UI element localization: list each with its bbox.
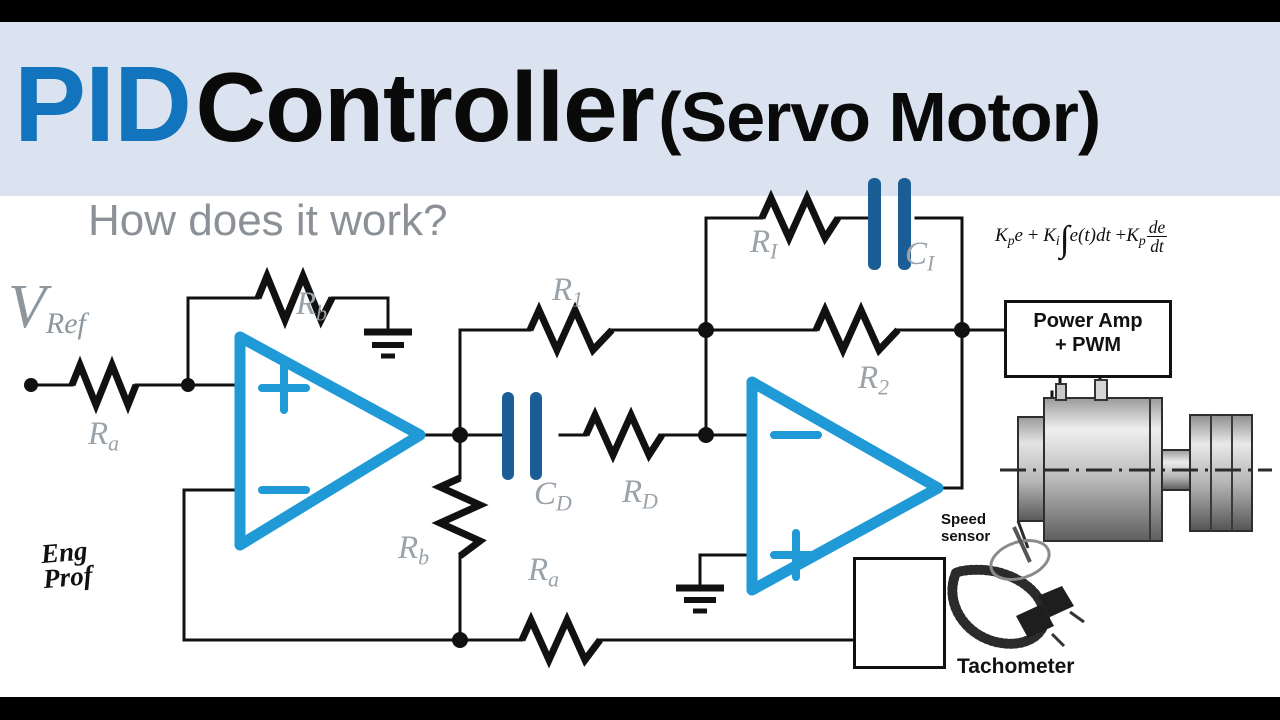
vref-label: VRef — [8, 272, 86, 343]
title-pid: PID — [14, 43, 192, 164]
resistor-Ra-feedback — [518, 611, 603, 669]
power-amp-label: Power Amp + PWM — [1004, 310, 1172, 357]
label-Rb-feedback: Rb — [296, 286, 328, 326]
opamp-1-terminals — [258, 362, 310, 494]
subtitle: How does it work? — [88, 196, 448, 245]
junction-dots — [24, 322, 970, 648]
formula-plus-1: + — [1027, 225, 1039, 247]
speed-sensor-illustration — [947, 520, 1085, 649]
label-R1: R1 — [552, 272, 584, 312]
capacitor-CD — [502, 392, 542, 480]
resistor-Rb-feedback — [254, 266, 336, 330]
speed-sensor-line-1: Speed — [941, 511, 987, 528]
letterbox-bottom — [0, 697, 1280, 720]
label-Ra-input: Ra — [88, 416, 120, 456]
formula-plus-2: + — [1115, 225, 1127, 247]
power-amp-line-1: Power Amp — [1033, 310, 1143, 332]
resistors — [68, 189, 901, 669]
title-servo-motor: (Servo Motor) — [658, 78, 1101, 156]
label-Rb-divider: Rb — [398, 530, 430, 570]
label-R2: R2 — [858, 360, 890, 400]
title-band — [0, 22, 1280, 196]
resistor-Rb-divider — [431, 474, 489, 559]
capacitors — [502, 178, 911, 480]
ground-opamp2 — [676, 584, 724, 614]
label-CI: CI — [905, 236, 935, 276]
formula-kd: K — [1126, 225, 1139, 247]
speed-sensor-label: Speed sensor — [941, 511, 990, 546]
opamp-2-terminals — [770, 431, 822, 581]
page-title: PID Controller (Servo Motor) — [14, 34, 1276, 174]
formula-et: e(t)dt — [1069, 225, 1111, 247]
letterbox-top — [0, 0, 1280, 22]
vref-symbol: V — [8, 273, 46, 341]
engprof-watermark: Eng Prof — [40, 535, 94, 594]
power-amp-line-2: + PWM — [1054, 333, 1122, 356]
opamp-1 — [234, 331, 426, 551]
resistor-RD — [582, 406, 665, 464]
resistor-R2 — [812, 301, 901, 359]
integral-icon: ∫ — [1059, 218, 1070, 259]
power-amp-box[interactable] — [1004, 300, 1172, 378]
opamp-2 — [746, 376, 944, 596]
formula-kp: K — [995, 225, 1008, 247]
vref-subscript: Ref — [45, 307, 86, 340]
ground-Rb — [364, 328, 412, 359]
capacitor-CI — [868, 178, 911, 270]
tachometer-label: Tachometer — [957, 655, 1075, 678]
speed-sensor-line-2: sensor — [941, 528, 991, 546]
servo-motor-illustration — [1000, 379, 1272, 542]
formula-frac-den: dt — [1150, 236, 1164, 257]
resistor-R1 — [526, 301, 615, 359]
formula-kp-sub: p — [1007, 232, 1015, 248]
ground-symbols — [364, 328, 724, 614]
label-RD: RD — [622, 474, 658, 514]
tachometer-box[interactable] — [853, 557, 946, 669]
label-RI: RI — [750, 224, 778, 264]
formula-ki: K — [1043, 225, 1056, 247]
label-CD: CD — [534, 476, 572, 516]
resistor-Ra-input — [68, 355, 140, 415]
engprof-line-2: Prof — [41, 559, 94, 594]
formula-kd-sub: p — [1138, 232, 1146, 248]
title-controller: Controller — [195, 52, 655, 162]
formula-frac-num: de — [1146, 217, 1168, 238]
resistor-RI — [758, 189, 841, 247]
formula-e: e — [1014, 225, 1023, 247]
formula-ki-sub: i — [1055, 232, 1060, 248]
label-Ra-feedback: Ra — [528, 552, 560, 592]
